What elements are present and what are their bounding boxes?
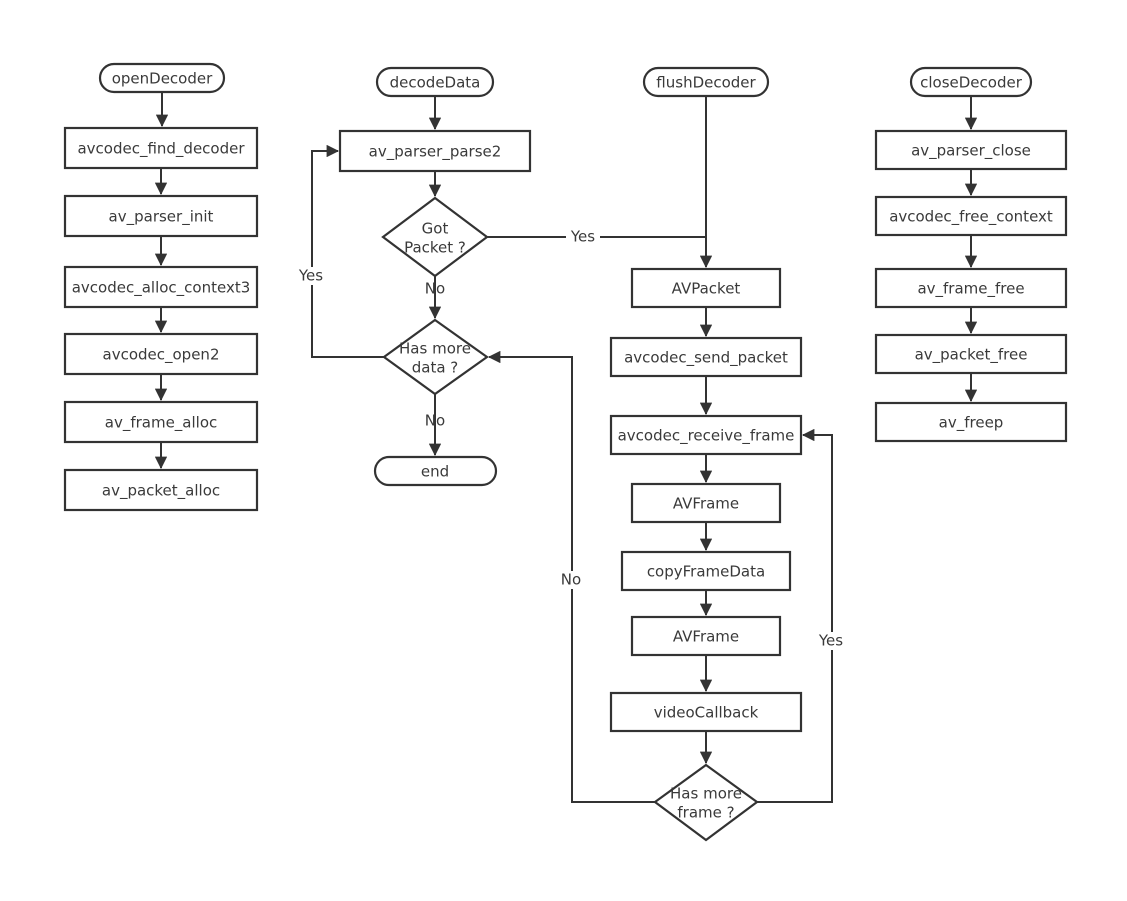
- column-open-decoder: openDecoder avcodec_find_decoder av_pars…: [63, 62, 259, 512]
- edge-label-has-more-frame-yes: Yes: [818, 632, 843, 650]
- edge-label-backdrop: [566, 228, 600, 246]
- node-label: AVFrame: [673, 495, 739, 513]
- node-label: openDecoder: [112, 70, 213, 88]
- node-label: av_parser_close: [911, 142, 1031, 161]
- node-av-packet-alloc[interactable]: av_packet_alloc: [63, 468, 259, 512]
- node-avcodec-send-packet[interactable]: avcodec_send_packet: [609, 336, 803, 378]
- node-label: av_frame_alloc: [105, 414, 218, 433]
- node-av-freep[interactable]: av_freep: [874, 401, 1068, 443]
- node-av-packet-free[interactable]: av_packet_free: [874, 333, 1068, 375]
- process-box: [609, 336, 803, 378]
- node-label: avcodec_free_context: [889, 208, 1053, 227]
- node-label-line1: Has more: [399, 340, 471, 358]
- node-label: copyFrameData: [647, 563, 765, 581]
- edge-label-backdrop: [294, 267, 330, 285]
- node-label: AVPacket: [672, 280, 741, 298]
- node-label: closeDecoder: [920, 74, 1023, 92]
- node-has-more-frame-decision[interactable]: Has more frame ?: [653, 763, 759, 842]
- column-close-decoder: closeDecoder av_parser_close avcodec_fre…: [874, 66, 1068, 443]
- process-box: [609, 691, 803, 733]
- node-label: av_parser_parse2: [369, 143, 502, 162]
- node-avcodec-open2[interactable]: avcodec_open2: [63, 332, 259, 376]
- node-label: videoCallback: [654, 704, 759, 722]
- node-label: decodeData: [390, 74, 481, 92]
- node-copy-frame-data[interactable]: copyFrameData: [620, 550, 792, 592]
- node-label: av_frame_free: [917, 280, 1024, 299]
- node-label: end: [421, 463, 449, 481]
- node-avcodec-free-context[interactable]: avcodec_free_context: [874, 195, 1068, 237]
- edge-label-has-more-data-no: No: [425, 412, 445, 430]
- node-av-parser-parse2[interactable]: av_parser_parse2: [338, 129, 532, 173]
- node-video-callback[interactable]: videoCallback: [609, 691, 803, 733]
- process-box: [620, 550, 792, 592]
- node-label: avcodec_find_decoder: [77, 140, 245, 159]
- node-label: av_packet_free: [915, 346, 1028, 365]
- process-box: [63, 126, 259, 170]
- node-label: avcodec_receive_frame: [618, 427, 795, 446]
- process-box: [609, 414, 803, 456]
- node-label: av_freep: [939, 414, 1004, 433]
- process-box: [630, 615, 782, 657]
- node-av-parser-close[interactable]: av_parser_close: [874, 129, 1068, 171]
- node-has-more-data-decision[interactable]: Has more data ?: [382, 318, 489, 396]
- node-label: AVFrame: [673, 628, 739, 646]
- edge-label-has-more-data-yes: Yes: [298, 267, 323, 285]
- node-label: av_packet_alloc: [102, 482, 220, 501]
- edge-label-got-packet-yes: Yes: [570, 228, 595, 246]
- node-label-line2: data ?: [412, 359, 459, 377]
- node-av-parser-init[interactable]: av_parser_init: [63, 194, 259, 238]
- node-got-packet-decision[interactable]: Got Packet ?: [381, 196, 489, 278]
- node-label: flushDecoder: [656, 74, 756, 92]
- end-pill: [373, 455, 498, 487]
- node-open-decoder[interactable]: openDecoder: [98, 62, 226, 94]
- edge-label-backdrop: [814, 632, 850, 650]
- process-box: [63, 468, 259, 512]
- node-label: avcodec_open2: [103, 346, 220, 365]
- node-avcodec-find-decoder[interactable]: avcodec_find_decoder: [63, 126, 259, 170]
- column-decode-data: decodeData av_parser_parse2 Got Packet ?…: [294, 66, 706, 487]
- node-label: av_parser_init: [109, 208, 214, 227]
- node-label-line2: Packet ?: [404, 239, 466, 257]
- process-box: [63, 265, 259, 309]
- node-av-frame-alloc[interactable]: av_frame_alloc: [63, 400, 259, 444]
- node-avframe-2[interactable]: AVFrame: [630, 615, 782, 657]
- node-avpacket[interactable]: AVPacket: [630, 267, 782, 309]
- node-label: avcodec_alloc_context3: [72, 279, 251, 298]
- edge-has-more-frame-yes: [757, 428, 833, 803]
- process-box: [874, 401, 1068, 443]
- node-label-line1: Got: [422, 220, 449, 238]
- column-flush-decoder: flushDecoder AVPacket avcodec_send_packe…: [488, 66, 850, 842]
- node-av-frame-free[interactable]: av_frame_free: [874, 267, 1068, 309]
- edge-label-got-packet-no: No: [425, 280, 445, 298]
- node-flush-decoder[interactable]: flushDecoder: [642, 66, 770, 98]
- node-decode-data[interactable]: decodeData: [375, 66, 495, 98]
- node-label-line2: frame ?: [677, 804, 734, 822]
- process-box: [630, 267, 782, 309]
- edge-label-backdrop: [554, 571, 588, 589]
- edge-label-has-more-frame-no: No: [561, 571, 581, 589]
- node-avframe-1[interactable]: AVFrame: [630, 482, 782, 524]
- node-avcodec-receive-frame[interactable]: avcodec_receive_frame: [609, 414, 803, 456]
- edge-has-more-data-yes: [311, 144, 384, 358]
- node-end[interactable]: end: [373, 455, 498, 487]
- node-label-line1: Has more: [670, 785, 742, 803]
- node-label: avcodec_send_packet: [624, 349, 788, 368]
- node-close-decoder[interactable]: closeDecoder: [909, 66, 1033, 98]
- node-avcodec-alloc-context3[interactable]: avcodec_alloc_context3: [63, 265, 259, 309]
- process-box: [630, 482, 782, 524]
- decision-diamond: [653, 763, 759, 842]
